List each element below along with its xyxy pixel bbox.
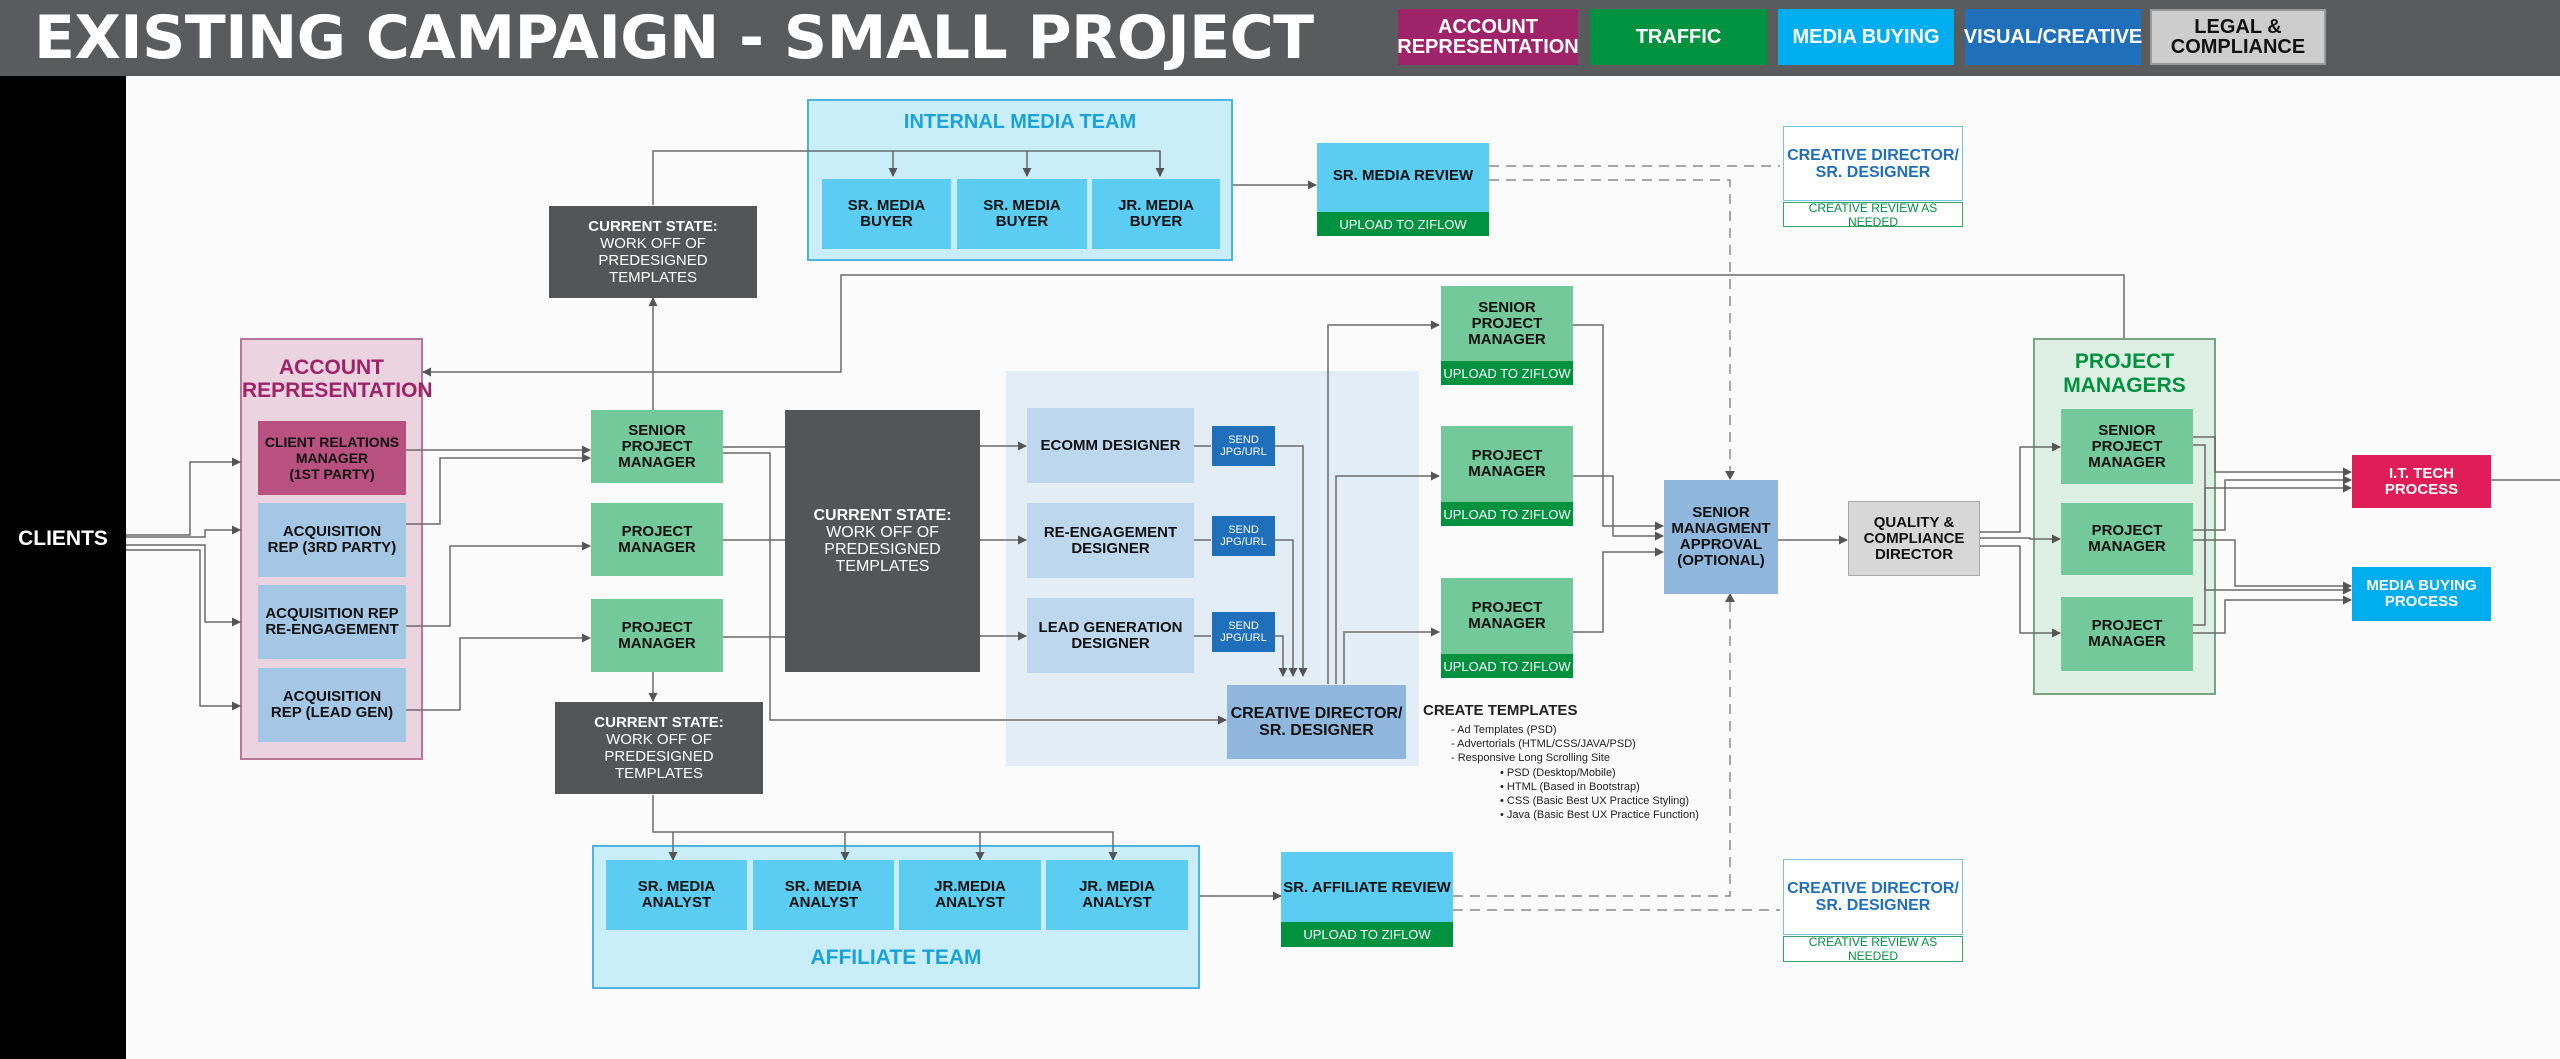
current-state-top-text: WORK OFF OF PREDESIGNED TEMPLATES <box>598 235 708 286</box>
traffic-pm1-upload: UPLOAD TO ZIFLOW <box>1441 502 1573 526</box>
page-title: EXISTING CAMPAIGN - SMALL PROJECT <box>34 3 1314 73</box>
internal-media-title: INTERNAL MEDIA TEAM <box>903 111 1137 133</box>
creative-director-center[interactable]: CREATIVE DIRECTOR/ SR. DESIGNER <box>1227 685 1406 759</box>
sr-affiliate-review[interactable]: SR. AFFILIATE REVIEW <box>1281 852 1453 923</box>
template-subitem-1: • PSD (Desktop/Mobile) <box>1500 767 1616 779</box>
lead-generation-designer[interactable]: LEAD GENERATION DESIGNER <box>1027 598 1194 673</box>
template-item-3: - Responsive Long Scrolling Site <box>1451 752 1610 764</box>
internal-jr-media-buyer[interactable]: JR. MEDIA BUYER <box>1092 179 1220 249</box>
create-templates-title: CREATE TEMPLATES <box>1423 702 1578 719</box>
legend-visual-creative: VISUAL/CREATIVE <box>1964 9 2142 65</box>
sr-media-review-upload: UPLOAD TO ZIFLOW <box>1317 212 1489 236</box>
clients-bar <box>0 76 126 1059</box>
creative-review-top: CREATIVE REVIEW AS NEEDED <box>1783 201 1963 229</box>
current-state-center: CURRENT STATE: WORK OFF OF PREDESIGNED T… <box>785 410 980 672</box>
pm-group-project-manager-2[interactable]: PROJECT MANAGER <box>2061 597 2193 671</box>
affiliate-title: AFFILIATE TEAM <box>810 946 982 969</box>
legend-media-buying: MEDIA BUYING <box>1778 9 1954 65</box>
current-state-center-text: WORK OFF OF PREDESIGNED TEMPLATES <box>824 524 941 575</box>
project-managers-title: PROJECT MANAGERS <box>2063 350 2186 397</box>
legend-legal: LEGAL & COMPLIANCE <box>2150 9 2326 65</box>
current-state-bottom-title: CURRENT STATE: <box>594 714 724 731</box>
creative-review-bottom: CREATIVE REVIEW AS NEEDED <box>1783 935 1963 963</box>
legend-traffic: TRAFFIC <box>1590 9 1767 65</box>
quality-compliance-director[interactable]: QUALITY & COMPLIANCE DIRECTOR <box>1848 501 1980 576</box>
template-item-1: - Ad Templates (PSD) <box>1451 724 1557 736</box>
account-rep-title: ACCOUNT REPRESENTATION <box>242 356 433 402</box>
traffic-project-manager-2[interactable]: PROJECT MANAGER <box>1441 578 1573 654</box>
acquisition-rep-3rd-party[interactable]: ACQUISITION REP (3RD PARTY) <box>258 503 406 577</box>
client-relations-manager[interactable]: CLIENT RELATIONS MANAGER (1ST PARTY) <box>258 421 406 495</box>
current-state-top-title: CURRENT STATE: <box>588 218 718 235</box>
current-state-top: CURRENT STATE: WORK OFF OF PREDESIGNED T… <box>549 206 757 298</box>
send-jpg-url-1[interactable]: SEND JPG/URL <box>1212 426 1275 466</box>
clients-label: CLIENTS <box>18 527 108 550</box>
affiliate-jr-media-analyst-2[interactable]: JR. MEDIA ANALYST <box>1046 860 1188 930</box>
creative-director-top[interactable]: CREATIVE DIRECTOR/ SR. DESIGNER <box>1783 126 1963 201</box>
traffic-senior-project-manager[interactable]: SENIOR PROJECT MANAGER <box>1441 286 1573 362</box>
project-manager-2[interactable]: PROJECT MANAGER <box>591 503 723 576</box>
acquisition-rep-lead-gen[interactable]: ACQUISITION REP (LEAD GEN) <box>258 668 406 742</box>
internal-sr-media-buyer-1[interactable]: SR. MEDIA BUYER <box>822 179 951 249</box>
pm-group-senior-project-manager[interactable]: SENIOR PROJECT MANAGER <box>2061 409 2193 484</box>
current-state-center-title: CURRENT STATE: <box>813 507 952 524</box>
send-jpg-url-3[interactable]: SEND JPG/URL <box>1212 612 1275 652</box>
template-item-2: - Advertorials (HTML/CSS/JAVA/PSD) <box>1451 738 1636 750</box>
affiliate-sr-media-analyst-2[interactable]: SR. MEDIA ANALYST <box>753 860 894 930</box>
current-state-bottom-text: WORK OFF OF PREDESIGNED TEMPLATES <box>604 731 714 782</box>
senior-management-approval[interactable]: SENIOR MANAGMENT APPROVAL (OPTIONAL) <box>1664 480 1778 594</box>
send-jpg-url-2[interactable]: SEND JPG/URL <box>1212 516 1275 556</box>
it-tech-process[interactable]: I.T. TECH PROCESS <box>2352 455 2491 508</box>
internal-sr-media-buyer-2[interactable]: SR. MEDIA BUYER <box>957 179 1087 249</box>
traffic-spm-upload: UPLOAD TO ZIFLOW <box>1441 361 1573 385</box>
affiliate-sr-media-analyst-1[interactable]: SR. MEDIA ANALYST <box>606 860 747 930</box>
current-state-bottom: CURRENT STATE: WORK OFF OF PREDESIGNED T… <box>555 702 763 794</box>
media-buying-process[interactable]: MEDIA BUYING PROCESS <box>2352 567 2491 621</box>
pm-group-project-manager-1[interactable]: PROJECT MANAGER <box>2061 503 2193 575</box>
template-subitem-4: • Java (Basic Best UX Practice Function) <box>1500 809 1699 821</box>
affiliate-jr-media-analyst-1[interactable]: JR.MEDIA ANALYST <box>899 860 1041 930</box>
sr-affiliate-review-upload: UPLOAD TO ZIFLOW <box>1281 922 1453 947</box>
traffic-pm2-upload: UPLOAD TO ZIFLOW <box>1441 654 1573 678</box>
template-subitem-2: • HTML (Based in Bootstrap) <box>1500 781 1640 793</box>
sr-media-review[interactable]: SR. MEDIA REVIEW <box>1317 143 1489 213</box>
re-engagement-designer[interactable]: RE-ENGAGEMENT DESIGNER <box>1027 503 1194 578</box>
creative-director-bottom[interactable]: CREATIVE DIRECTOR/ SR. DESIGNER <box>1783 859 1963 935</box>
senior-project-manager[interactable]: SENIOR PROJECT MANAGER <box>591 410 723 483</box>
project-manager-3[interactable]: PROJECT MANAGER <box>591 599 723 672</box>
ecomm-designer[interactable]: ECOMM DESIGNER <box>1027 408 1194 483</box>
template-subitem-3: • CSS (Basic Best UX Practice Styling) <box>1500 795 1690 807</box>
acquisition-rep-re-engagement[interactable]: ACQUISITION REP RE-ENGAGEMENT <box>258 585 406 659</box>
legend-account: ACCOUNT REPRESENTATION <box>1397 9 1579 65</box>
traffic-project-manager-1[interactable]: PROJECT MANAGER <box>1441 426 1573 502</box>
